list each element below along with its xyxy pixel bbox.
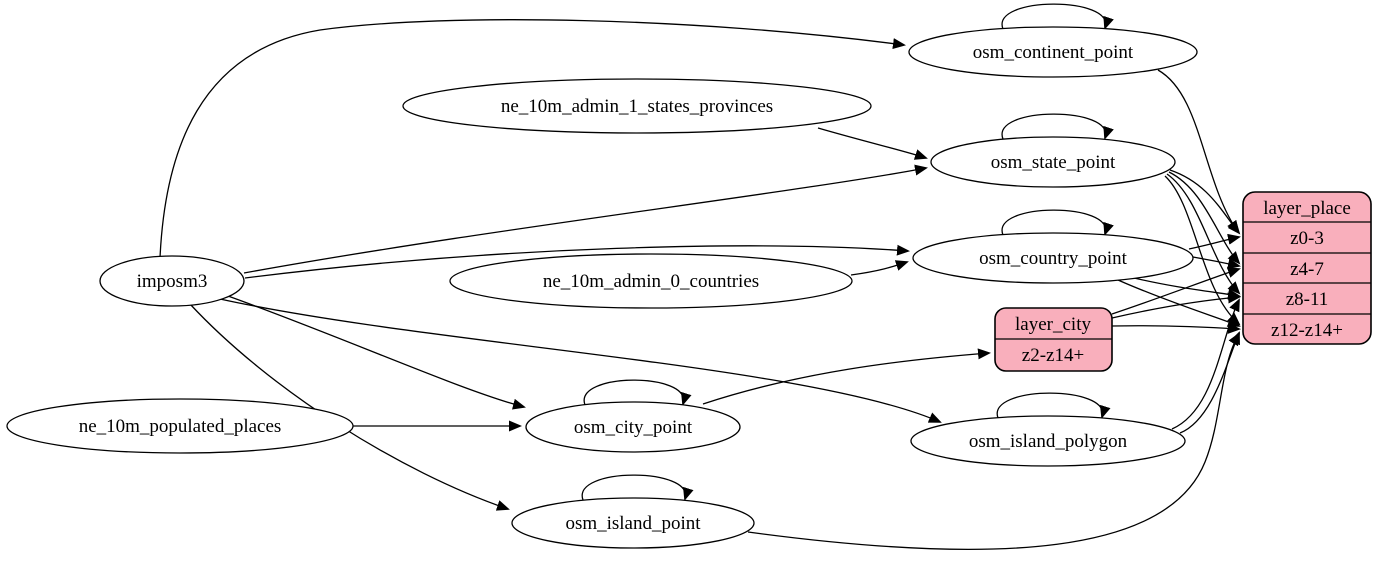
record-layer_city: layer_city z2-z14+ <box>994 307 1113 372</box>
node-imposm3: imposm3 <box>99 255 245 307</box>
osm_state_point-label: osm_state_point <box>991 152 1116 173</box>
ne_10m_admin_0_countries-ellipse <box>449 253 853 309</box>
edge-layer_city-to-layer_place-z8-11 <box>1111 292 1241 319</box>
node-osm_island_point: osm_island_point <box>511 497 755 549</box>
selfloop-osm_country_point <box>1001 209 1114 236</box>
edge-imposm3-to-osm_city_point <box>227 295 526 410</box>
edge-osm_continent_point-to-layer_place-z0-3 <box>1157 69 1240 234</box>
osm_island_polygon-ellipse <box>910 415 1186 467</box>
layer_place-row-z8-11: z8-11 <box>1286 289 1329 310</box>
node-osm_state_point: osm_state_point <box>930 136 1176 188</box>
edge-osm_state_point-to-layer_place-z4-7 <box>1168 171 1241 265</box>
node-ne_10m_admin_0_countries: ne_10m_admin_0_countries <box>449 253 853 309</box>
node-osm_island_polygon: osm_island_polygon <box>910 415 1186 467</box>
layer_city-row-z2-z14: z2-z14+ <box>1022 345 1084 366</box>
selfloop-osm_island_polygon <box>996 392 1111 419</box>
node-osm_country_point: osm_country_point <box>912 232 1194 284</box>
ne_10m_populated_places-ellipse <box>6 398 354 454</box>
selfloop-osm_state_point <box>1001 113 1114 140</box>
selfloop-osm_city_point <box>583 379 692 406</box>
osm_country_point-label: osm_country_point <box>979 248 1127 269</box>
node-ne_10m_admin_1_states_provinces: ne_10m_admin_1_states_provinces <box>402 78 872 134</box>
osm_state_point-ellipse <box>930 136 1176 188</box>
layer_place-row-z12-z14: z12-z14+ <box>1271 320 1343 341</box>
edge-osm_country_point-to-layer_place-z8-11 <box>1129 276 1241 300</box>
ne_10m_admin_0_countries-label: ne_10m_admin_0_countries <box>543 271 759 292</box>
edge-imposm3-to-osm_country_point <box>244 244 910 279</box>
selfloop-osm_continent_point <box>1001 3 1114 30</box>
edge-osm_state_point-to-layer_place-z0-3 <box>1169 169 1241 235</box>
layer_place-row-z0-3: z0-3 <box>1290 228 1324 249</box>
edge-osm_island_polygon-to-layer_place-z8-11 <box>1171 298 1240 430</box>
edge-osm_country_point-to-layer_place-z0-3 <box>1188 233 1241 250</box>
ne_10m_populated_places-label: ne_10m_populated_places <box>79 416 282 437</box>
record-layer_place: layer_place z0-3 z4-7 z8-11 z12-z14+ <box>1242 191 1372 345</box>
edge-ne_10m_admin_0_countries-to-osm_country_point <box>850 260 909 276</box>
imposm3-label: imposm3 <box>137 271 208 292</box>
node-osm_continent_point: osm_continent_point <box>908 26 1198 78</box>
edges <box>159 3 1241 551</box>
edge-osm_country_point-to-layer_place-z4-7 <box>1192 256 1241 270</box>
osm_island_polygon-label: osm_island_polygon <box>969 431 1128 452</box>
node-osm_city_point: osm_city_point <box>525 401 741 453</box>
edge-layer_city-to-layer_place-z12-z14 <box>1111 322 1241 334</box>
edge-imposm3-to-osm_island_polygon <box>219 298 942 423</box>
osm_island_point-ellipse <box>511 497 755 549</box>
layer_place-box <box>1242 191 1372 345</box>
edge-osm_island_point-to-layer_place-z12-z14 <box>747 332 1241 551</box>
edge-imposm3-to-osm_continent_point <box>159 19 906 259</box>
edge-imposm3-to-osm_state_point <box>243 164 928 274</box>
osm_continent_point-label: osm_continent_point <box>973 42 1134 63</box>
edge-osm_city_point-to-layer_city-z2-z14 <box>702 348 991 405</box>
ne_10m_admin_1_states_provinces-ellipse <box>402 78 872 134</box>
edge-osm_state_point-to-layer_place-z12-z14 <box>1164 175 1241 326</box>
osm_island_point-label: osm_island_point <box>565 513 701 534</box>
edge-layer_city-to-layer_place-z4-7 <box>1111 267 1241 315</box>
layer_place-title: layer_place <box>1263 198 1351 219</box>
osm_city_point-label: osm_city_point <box>574 417 693 438</box>
edge-ne_10m_admin_1_states_provinces-to-osm_state_point <box>817 127 928 160</box>
imposm3-ellipse <box>99 255 245 307</box>
osm_city_point-ellipse <box>525 401 741 453</box>
edge-osm_state_point-to-layer_place-z8-11 <box>1166 173 1241 295</box>
osm_continent_point-ellipse <box>908 26 1198 78</box>
selfloop-osm_island_point <box>581 474 694 501</box>
layer_city-title: layer_city <box>1015 314 1091 335</box>
osm_country_point-ellipse <box>912 232 1194 284</box>
ne_10m_admin_1_states_provinces-label: ne_10m_admin_1_states_provinces <box>501 96 773 117</box>
node-ne_10m_populated_places: ne_10m_populated_places <box>6 398 354 454</box>
layer_place-row-z4-7: z4-7 <box>1290 259 1324 280</box>
